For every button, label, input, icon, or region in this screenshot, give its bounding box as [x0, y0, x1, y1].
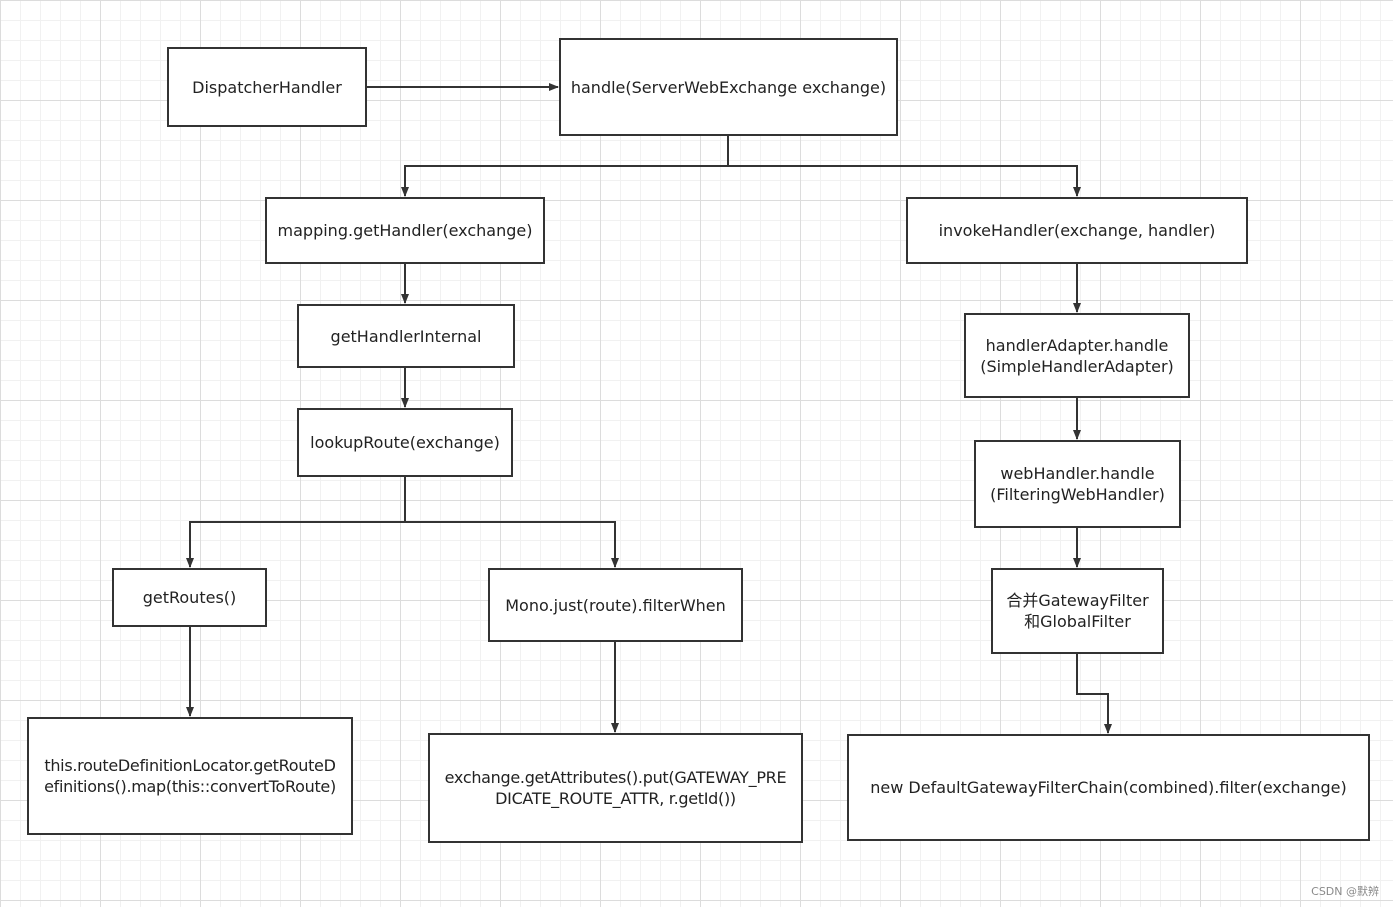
dispatcher-handler-label: DispatcherHandler: [192, 77, 342, 97]
handle-box: handle(ServerWebExchange exchange): [559, 38, 898, 136]
exchange-get-attributes-label: exchange.getAttributes().put(GATEWAY_PRE…: [444, 768, 787, 808]
filter-chain-label: new DefaultGatewayFilterChain(combined).…: [870, 778, 1347, 797]
get-routes-box: getRoutes(): [112, 568, 267, 627]
get-handler-internal-box: getHandlerInternal: [297, 304, 515, 368]
merge-filters-label: 合并GatewayFilter 和GlobalFilter: [1006, 591, 1149, 631]
dispatcher-handler-box: DispatcherHandler: [167, 47, 367, 127]
web-handler-label: webHandler.handle (FilteringWebHandler): [990, 464, 1165, 504]
mapping-get-handler-label: mapping.getHandler(exchange): [277, 221, 533, 240]
arrow-lookuproute-to-mono: [405, 521, 619, 568]
invoke-handler-label: invokeHandler(exchange, handler): [938, 221, 1216, 240]
web-handler-box: webHandler.handle (FilteringWebHandler): [974, 440, 1181, 528]
filter-chain-box: new DefaultGatewayFilterChain(combined).…: [847, 734, 1370, 841]
lookup-route-box: lookupRoute(exchange): [297, 408, 513, 477]
mono-filter-when-label: Mono.just(route).filterWhen: [505, 595, 726, 615]
route-definition-locator-box: this.routeDefinitionLocator.getRouteD ef…: [27, 717, 353, 835]
arrow-lookuproute-to-getroutes: [186, 521, 405, 568]
mono-filter-when-box: Mono.just(route).filterWhen: [488, 568, 743, 642]
handle-label: handle(ServerWebExchange exchange): [570, 77, 887, 97]
arrow-merge-to-filterchain: [1076, 654, 1112, 734]
handler-adapter-label: handlerAdapter.handle (SimpleHandlerAdap…: [980, 335, 1174, 376]
lookup-route-label: lookupRoute(exchange): [310, 433, 500, 452]
exchange-get-attributes-box: exchange.getAttributes().put(GATEWAY_PRE…: [428, 733, 803, 843]
invoke-handler-box: invokeHandler(exchange, handler): [906, 197, 1248, 264]
get-handler-internal-label: getHandlerInternal: [330, 326, 482, 346]
get-routes-label: getRoutes(): [142, 588, 237, 607]
mapping-get-handler-box: mapping.getHandler(exchange): [265, 197, 545, 264]
arrow-handle-to-invoke: [728, 165, 1081, 197]
merge-filters-box: 合并GatewayFilter 和GlobalFilter: [991, 568, 1164, 654]
arrow-handle-to-mapping: [401, 165, 728, 197]
csdn-watermark: CSDN @默辨: [1311, 885, 1379, 898]
route-definition-locator-label: this.routeDefinitionLocator.getRouteD ef…: [44, 756, 336, 796]
handler-adapter-box: handlerAdapter.handle (SimpleHandlerAdap…: [964, 313, 1190, 398]
